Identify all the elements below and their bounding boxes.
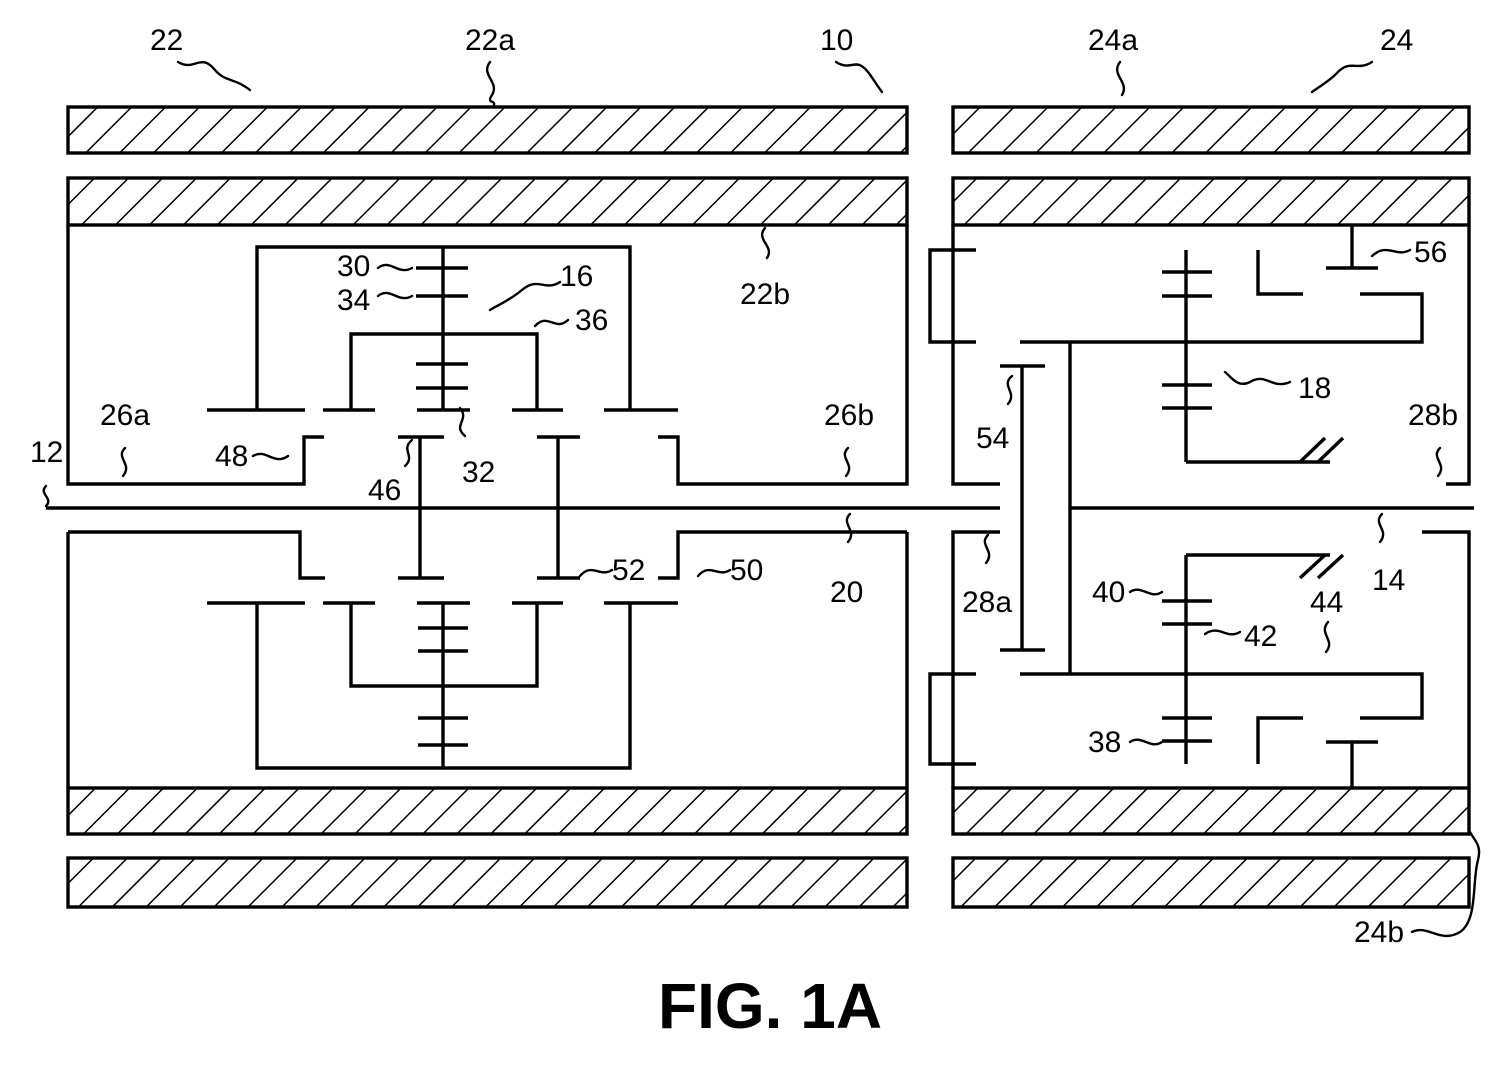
label-24a: 24a <box>1088 24 1138 57</box>
label-26b: 26b <box>824 399 874 432</box>
label-34: 34 <box>337 284 370 317</box>
label-46: 46 <box>368 474 401 507</box>
figure-caption: FIG. 1A <box>658 970 882 1042</box>
right-inner-stator-bottom <box>953 788 1469 834</box>
label-12: 12 <box>30 436 63 469</box>
label-26a: 26a <box>100 399 150 432</box>
label-30: 30 <box>337 250 370 283</box>
label-24: 24 <box>1380 24 1413 57</box>
right-outer-stator-bottom <box>953 858 1469 907</box>
left-outer-stator-bottom <box>68 858 907 907</box>
left-rotor-upper <box>68 225 907 484</box>
label-20: 20 <box>830 576 863 609</box>
left-rotor-lower <box>68 532 907 788</box>
gear-set-16-lower <box>207 508 678 768</box>
label-56: 56 <box>1414 236 1447 269</box>
label-28a: 28a <box>962 586 1012 619</box>
label-18: 18 <box>1298 372 1331 405</box>
right-rotor-upper <box>953 225 1469 484</box>
label-14: 14 <box>1372 564 1405 597</box>
label-42: 42 <box>1244 620 1277 653</box>
label-38: 38 <box>1088 726 1121 759</box>
label-16: 16 <box>560 260 593 293</box>
label-10: 10 <box>820 24 853 57</box>
gear-set-16-upper <box>207 247 678 508</box>
label-54: 54 <box>976 422 1009 455</box>
label-22b: 22b <box>740 278 790 311</box>
label-36: 36 <box>575 304 608 337</box>
left-inner-stator-top <box>68 178 907 225</box>
label-22: 22 <box>150 24 183 57</box>
label-22a: 22a <box>465 24 515 57</box>
left-inner-stator-bottom <box>68 788 907 834</box>
left-outer-stator-top <box>68 107 907 153</box>
label-52: 52 <box>612 554 645 587</box>
right-inner-stator-top <box>953 178 1469 225</box>
label-32: 32 <box>462 456 495 489</box>
label-24b: 24b <box>1354 916 1404 949</box>
label-44: 44 <box>1310 586 1343 619</box>
label-28b: 28b <box>1408 399 1458 432</box>
label-50: 50 <box>730 554 763 587</box>
label-40: 40 <box>1092 576 1125 609</box>
label-48: 48 <box>215 440 248 473</box>
right-outer-stator-top <box>953 107 1469 153</box>
